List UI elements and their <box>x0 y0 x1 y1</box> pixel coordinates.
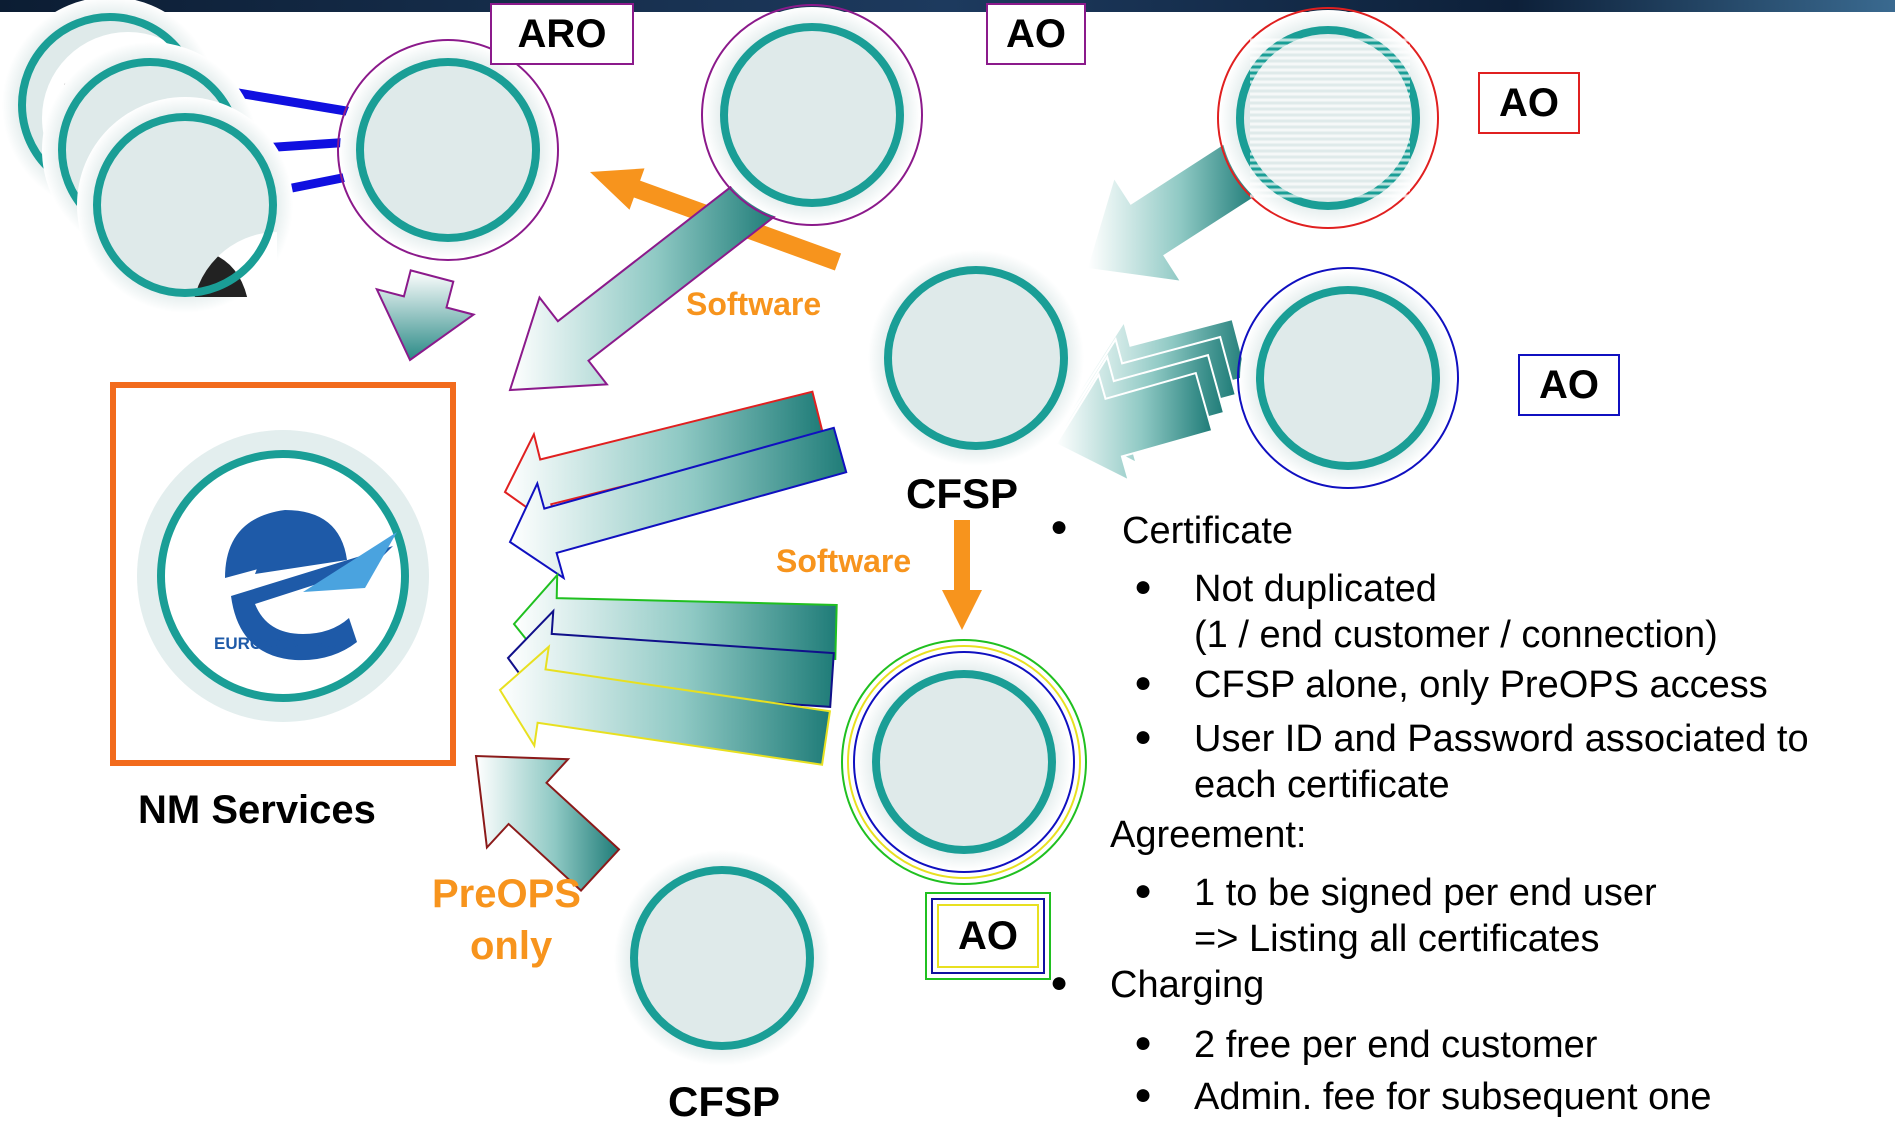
ao-bottom-node <box>841 639 1087 885</box>
cfsp-mid-node <box>868 250 1084 466</box>
bullet-dot-icon: ● <box>1050 510 1069 543</box>
software-label-2: Software <box>776 543 912 579</box>
ao-bottom-label-frame: AO <box>925 892 1051 980</box>
preops-label-line1: PreOPS <box>432 872 581 916</box>
cfsp-bottom-node-border <box>630 866 814 1050</box>
aro-node <box>337 39 559 261</box>
software-label-1: Software <box>686 286 822 322</box>
arrows-layer <box>231 87 1257 893</box>
bullet-dot-icon: ● <box>1134 1078 1153 1111</box>
bullet-dot-icon: ● <box>1134 720 1153 753</box>
bullet-agreement: Agreement: <box>1110 814 1307 856</box>
ao-blue-node <box>1237 267 1459 489</box>
cfsp-bottom-node <box>614 850 830 1066</box>
arrow-cfsp-to-nm-blue <box>508 426 848 581</box>
aro-node-border <box>356 58 540 242</box>
ao-top-node-ring-1 <box>701 4 923 226</box>
arrow-ao-to-nm-yellow <box>498 644 832 766</box>
bullet-certificate: ● Certificate <box>1050 508 1890 560</box>
cfsp-bottom-node-halo <box>614 850 830 1066</box>
cfsp-bottom-label: CFSP <box>668 1078 781 1125</box>
cfsp-mid-node-halo <box>868 250 1084 466</box>
pilot-node-3-border <box>93 113 277 297</box>
preops-label-line2: only <box>470 924 553 968</box>
eurocontrol-logo <box>135 428 431 724</box>
aro-node-ring-1 <box>337 39 559 261</box>
bullet-admin-fee: ● Admin. fee for subsequent one <box>1110 1076 1890 1132</box>
arrow-preops-to-nm <box>474 754 621 893</box>
software-arrow-down <box>942 520 982 630</box>
arrow-ao-blue-to-cfsp-4 <box>1054 371 1214 483</box>
ao-right-red-label: AO <box>1478 72 1580 134</box>
ao-blue-node-ring-1 <box>1237 267 1459 489</box>
pilot-aro-link-2 <box>261 137 353 153</box>
bullet-dot-icon: ● <box>1050 966 1069 999</box>
bullet-dot-icon: ● <box>1134 570 1153 603</box>
bullet-dot-icon: ● <box>1134 874 1153 907</box>
circles-layer <box>2 0 1459 1066</box>
nm-services-label: NM Services <box>138 788 376 832</box>
eurocontrol-e-icon <box>225 510 347 578</box>
ao-top-node <box>701 4 923 226</box>
nm-services-box <box>110 382 456 766</box>
ao-bottom-node-border <box>872 670 1056 854</box>
bullet-dot-icon: ● <box>1134 666 1153 699</box>
ao-top-label: AO <box>986 3 1086 65</box>
bullet-cfsp-alone: ● CFSP alone, only PreOPS access <box>1110 660 1890 714</box>
aro-node-halo <box>340 42 556 258</box>
bullet-list: ● Certificate ● Not duplicated (1 / end … <box>1050 508 1890 1132</box>
bullet-dot-icon: ● <box>1134 1026 1153 1059</box>
aro-label: ARO <box>490 3 634 65</box>
ao-right-blue-label: AO <box>1518 354 1620 416</box>
ao-blue-node-halo <box>1240 270 1456 486</box>
ao-bottom-node-halo <box>856 654 1072 870</box>
bullet-signed: ● 1 to be signed per end user => Listing… <box>1110 868 1890 968</box>
bullet-free: ● 2 free per end customer <box>1110 1024 1890 1082</box>
ao-red-node-border <box>1236 26 1420 210</box>
ao-top-node-halo <box>704 7 920 223</box>
ao-bottom-node-ring-2 <box>847 645 1081 879</box>
ao-bottom-node-ring-1 <box>853 651 1075 873</box>
ao-bottom-label: AO <box>937 904 1039 968</box>
pilot-aro-link-1 <box>231 87 353 117</box>
top-banner <box>0 0 1895 12</box>
arrow-pilots-to-nm <box>374 269 476 362</box>
eurocontrol-logo-text: EUROCONTROL <box>214 634 348 653</box>
ao-red-node-ring-1 <box>1217 7 1439 229</box>
bullet-user-id: ● User ID and Password associated to eac… <box>1110 714 1890 816</box>
cfsp-mid-label: CFSP <box>906 470 1019 517</box>
bullet-not-duplicated: ● Not duplicated (1 / end customer / con… <box>1110 560 1890 660</box>
ao-red-node-fade <box>1250 38 1410 198</box>
arrow-ao-to-nm <box>508 174 777 392</box>
arrow-ao-red-to-cfsp <box>1088 144 1257 281</box>
cfsp-mid-node-border <box>884 266 1068 450</box>
pilot-node-3 <box>77 97 293 313</box>
ao-blue-node-border <box>1256 286 1440 470</box>
bullet-charging: ● Charging <box>1050 964 1890 1026</box>
ao-bottom-node-ring-3 <box>841 639 1087 885</box>
ao-top-node-border <box>720 23 904 207</box>
